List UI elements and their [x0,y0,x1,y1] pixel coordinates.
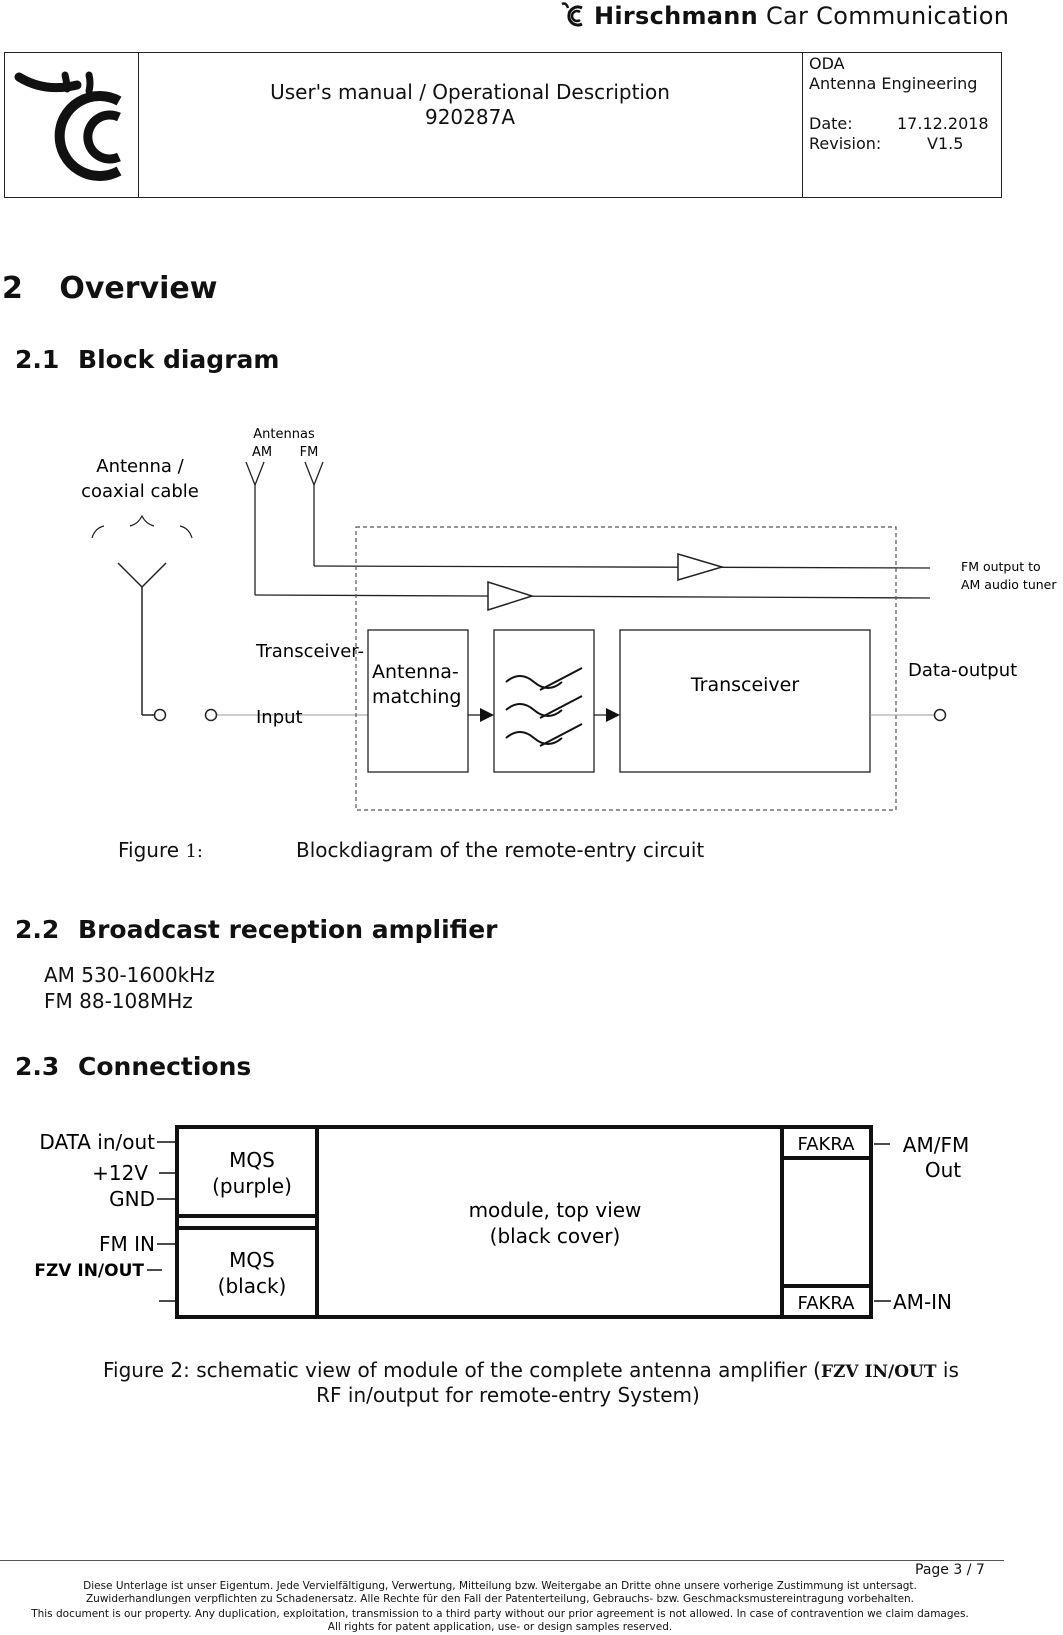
header-info-cell: ODA Antenna Engineering Date: 17.12.2018… [802,53,1001,197]
module-label: module, top view [469,1198,642,1222]
antennas-label: Antennas [253,427,315,442]
header-title-cell: User's manual / Operational Description … [138,53,803,197]
section-number: 2.2 [15,915,60,944]
input-terminal-icon [204,708,218,722]
footer-divider [0,1560,1004,1561]
section-2-heading: 2 Overview [2,271,217,306]
date-value: 17.12.2018 [897,114,989,133]
fm-antenna-icon [304,461,931,569]
antenna-cable-label: Antenna / [96,456,184,477]
mqs-black-color: (black) [218,1274,287,1298]
figure-2-caption-end: is [936,1358,959,1382]
section-title: Block diagram [78,345,280,374]
header-logo-cell [5,53,139,197]
gnd-label: GND [109,1187,155,1211]
arrow-icon [480,708,494,722]
fm-band: FM 88-108MHz [44,989,193,1013]
section-2-1-heading: 2.1 Block diagram [15,345,279,374]
section-title: Connections [78,1052,252,1081]
antenna-matching-label: matching [372,686,461,708]
antenna-cable-label: coaxial cable [81,481,199,502]
manual-title: User's manual / Operational Description [270,80,670,104]
section-title: Broadcast reception amplifier [78,915,498,944]
plus12v-label: +12V [92,1161,148,1185]
brand-header: Hirschmann Car Communication [560,2,1009,30]
mqs-purple-color: (purple) [212,1174,292,1198]
figure-number: 1: [185,841,203,862]
revision-label: Revision: [809,134,882,153]
fm-amplifier-icon [677,552,725,582]
brace-center [129,514,155,527]
block-diagram: Antenna / coaxial cable Antennas AM FM F… [81,427,1057,811]
transceiver-block [619,629,871,773]
amfm-out-label-2: Out [925,1158,961,1182]
am-band: AM 530-1600kHz [44,963,215,987]
mqs-black-label: MQS [229,1248,275,1272]
arrow-icon [606,708,620,722]
page-number: Page 3 / 7 [915,1562,985,1578]
module-cover: (black cover) [490,1224,621,1248]
output-terminal-icon [933,708,947,722]
antenna-matching-label: Antenna- [372,661,459,683]
fm-antenna-label: FM [300,445,319,460]
transceiver-label: Transceiver [690,674,800,696]
am-antenna-icon [245,461,931,599]
transceiver-input-label: Input [256,707,303,728]
figure-1-caption-text: Blockdiagram of the remote-entry circuit [296,838,705,862]
revision-value: V1.5 [927,134,964,153]
antenna-matching-block [367,629,469,773]
footer-legal-line: Zuwiderhandlungen verpflichten zu Schade… [85,1593,915,1605]
amfm-out-label: AM/FM [903,1133,969,1157]
fakra-bottom-label: FAKRA [798,1293,856,1314]
filter-block [493,629,595,773]
fm-in-label: FM IN [99,1232,155,1256]
manual-number: 920287A [424,105,516,129]
fakra-top-box [780,1125,873,1160]
figure-2-caption-text: Figure 2: schematic view of module of th… [103,1358,821,1382]
date-label: Date: [809,114,853,133]
department-name: Antenna Engineering [809,74,978,93]
fakra-bottom-box [780,1284,873,1319]
data-inout-label: DATA in/out [39,1130,155,1154]
mqs-purple-label: MQS [229,1148,275,1172]
section-title: Overview [59,271,218,306]
section-number: 2.3 [15,1052,60,1081]
figure-2-caption-line2: RF in/output for remote-entry System) [316,1383,700,1407]
module-boundary [355,526,897,811]
transceiver-input-label: Transceiver- [255,641,364,662]
brand-name-rest: Car Communication [758,2,1010,30]
footer-legal-line: This document is our property. Any dupli… [31,1608,969,1620]
section-2-3-heading: 2.3 Connections [15,1052,251,1081]
connections-schematic: MQS (purple) MQS (black) module, top vie… [34,1125,969,1319]
fm-output-label: FM output to [961,559,1041,574]
section-number: 2.1 [15,345,60,374]
section-number: 2 [2,271,23,306]
am-antenna-label: AM [252,445,272,460]
data-output-label: Data-output [908,660,1017,681]
footer-legal-line: Diese Unterlage ist unser Eigentum. Jede… [83,1580,917,1592]
fakra-top-label: FAKRA [798,1134,856,1155]
figure-1-caption: Figure 1: [118,837,203,865]
department-code: ODA [809,54,845,73]
am-output-label: AM audio tuner [961,577,1057,592]
brace-left [91,525,105,539]
figure-label: Figure [118,838,180,862]
figure-2-caption: Figure 2: schematic view of module of th… [103,1357,959,1385]
hirschmann-logo-icon [14,71,122,181]
module-outline [175,1125,873,1319]
brace-right [179,525,193,539]
am-amplifier-icon [487,580,535,612]
brand-name-bold: Hirschmann [593,2,759,30]
footer-legal-line: All rights for patent application, use- … [327,1621,673,1633]
fzv-inout-label: FZV IN/OUT [34,1261,144,1281]
document-header-table: User's manual / Operational Description … [4,52,1002,198]
hirschmann-small-logo-icon [561,2,583,27]
am-in-label: AM-IN [893,1290,952,1314]
antenna-symbol-icon [117,562,167,722]
filter-symbol-icon [505,667,583,747]
section-2-2-heading: 2.2 Broadcast reception amplifier [15,915,498,944]
fzv-inline-label: FZV IN/OUT [820,1362,937,1382]
